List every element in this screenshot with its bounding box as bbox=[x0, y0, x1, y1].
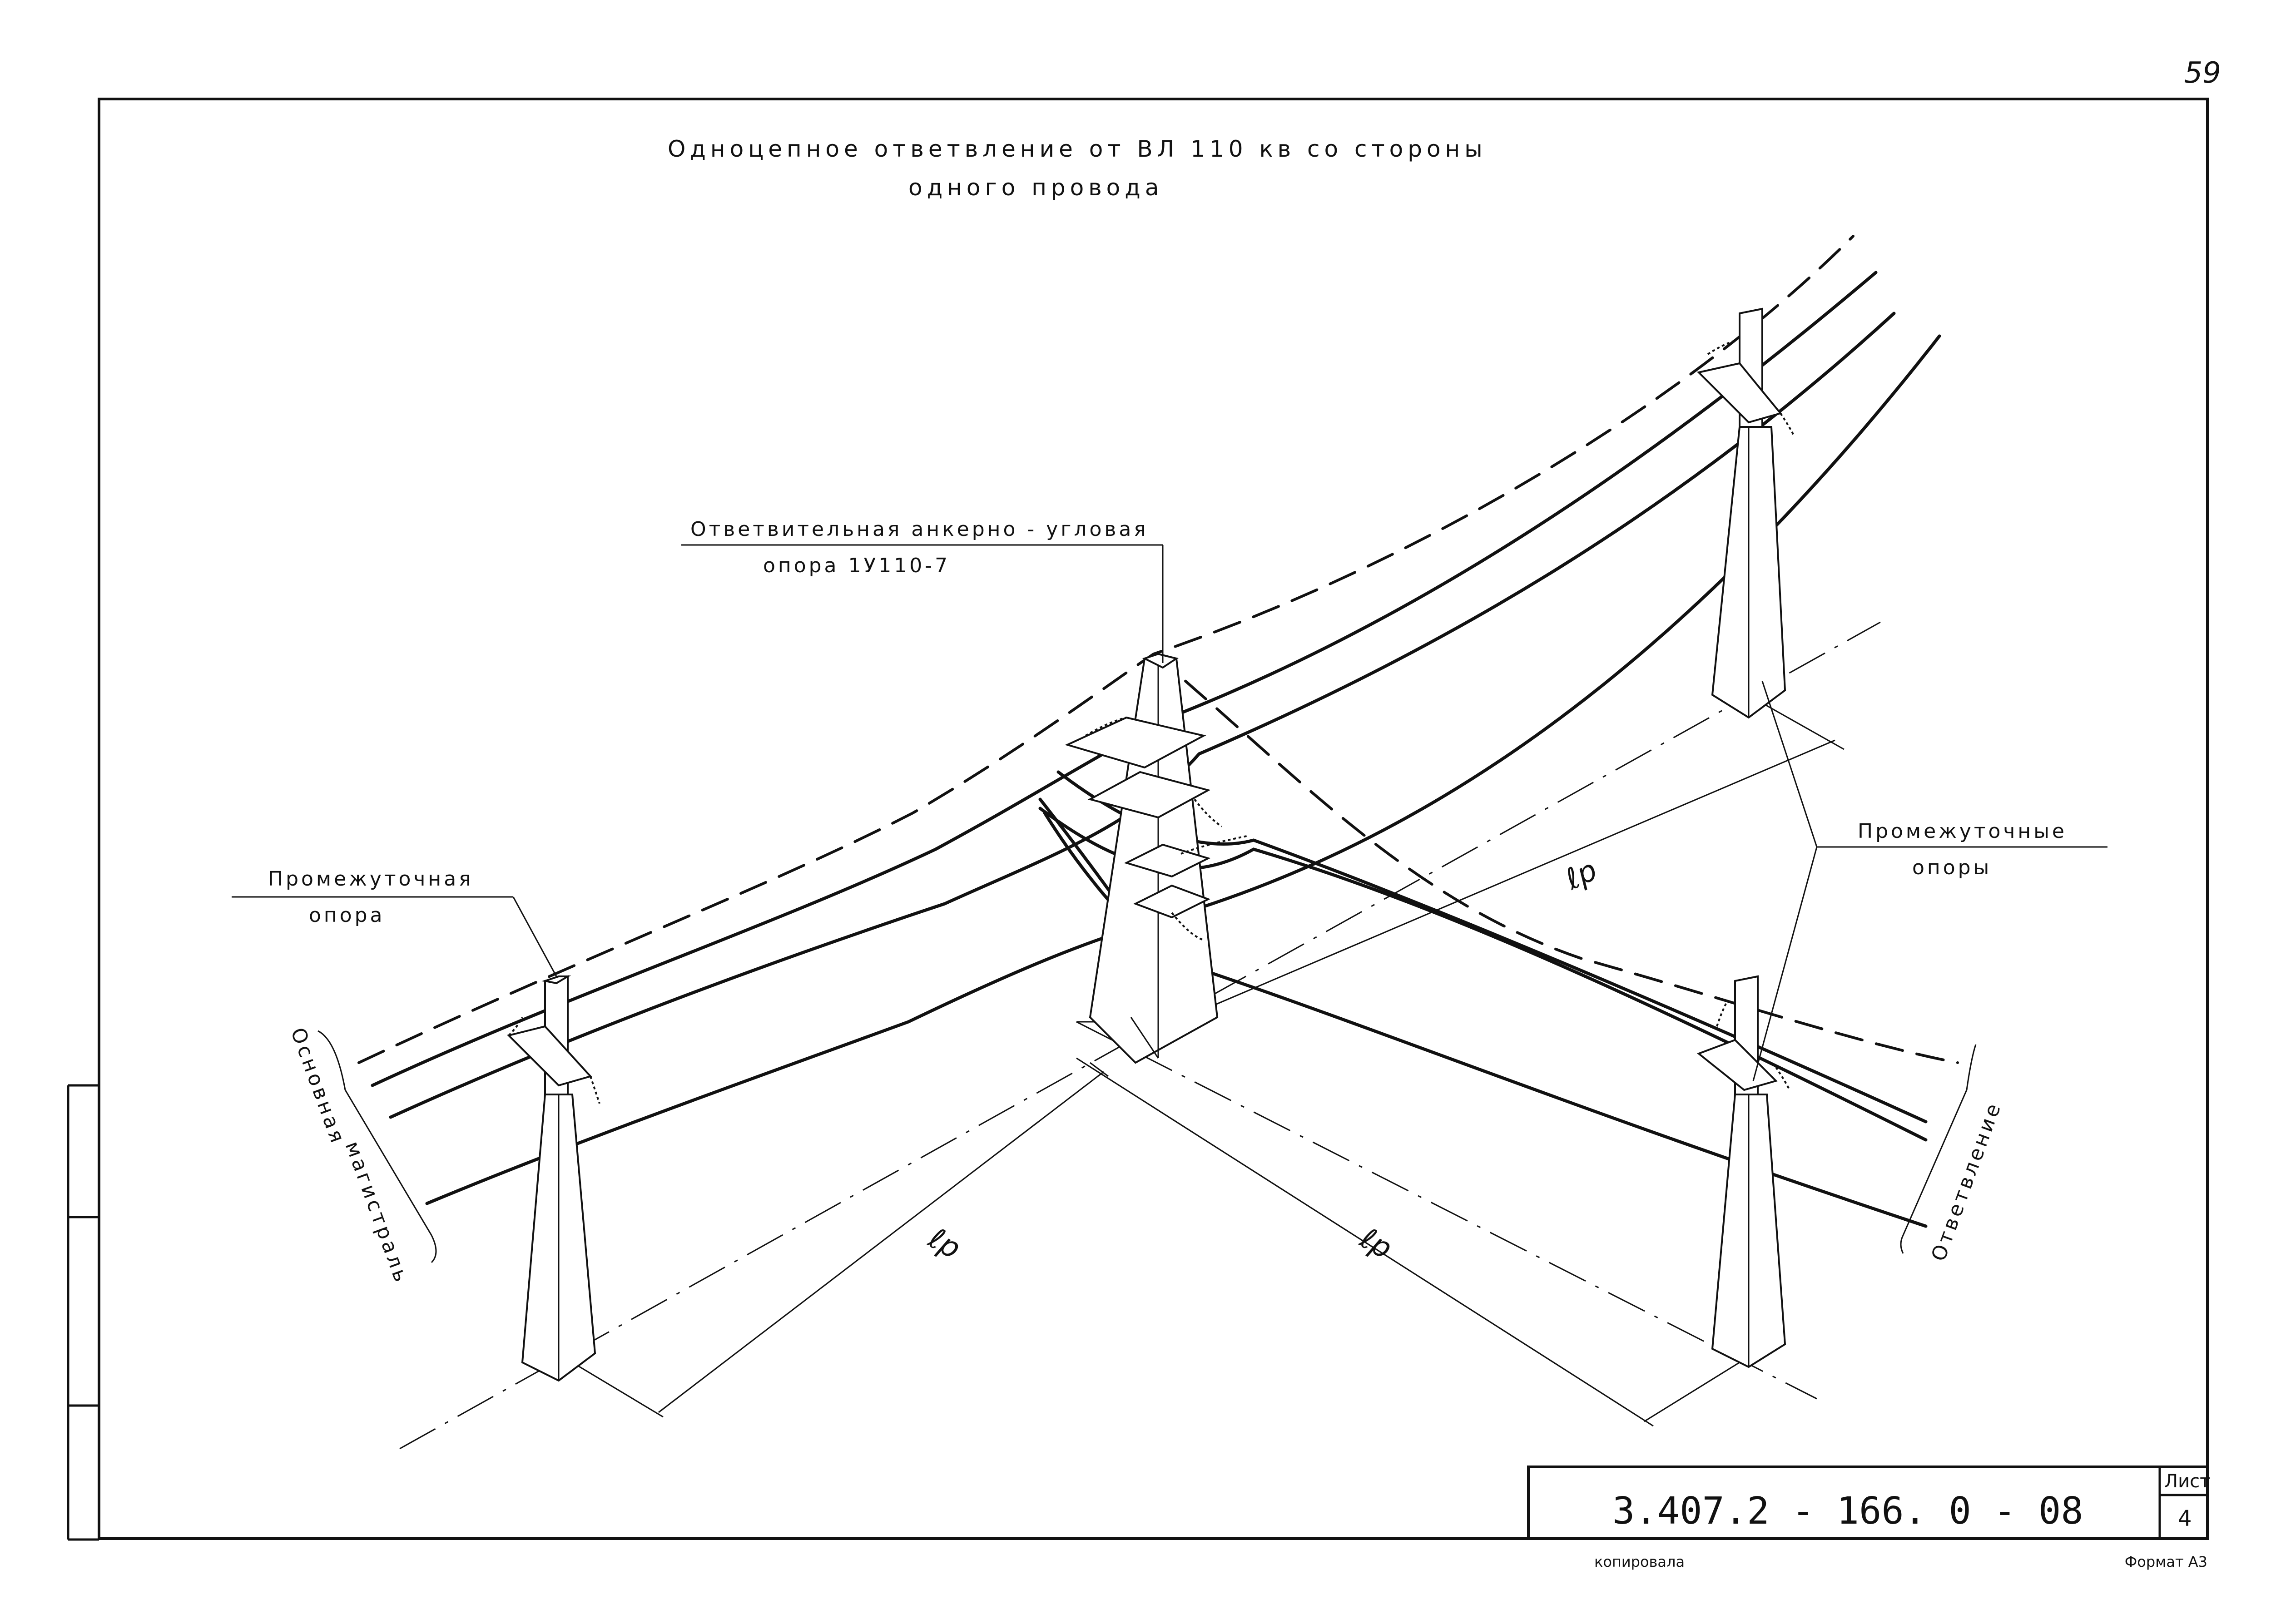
branch-label: Ответвление bbox=[1927, 1098, 2006, 1264]
leader-lines bbox=[232, 544, 2107, 1081]
main-line-label-2: магистраль bbox=[341, 1138, 414, 1287]
branch-brace bbox=[1900, 1044, 1977, 1254]
ground-axes bbox=[399, 621, 1881, 1450]
sheet-label: Лист bbox=[2164, 1471, 2210, 1492]
drawing-frame bbox=[98, 98, 2209, 1540]
format-label: Формат А3 bbox=[2125, 1553, 2207, 1570]
title-block bbox=[1527, 1466, 2209, 1540]
intermediate-pole-left bbox=[507, 975, 600, 1382]
page-number: 59 bbox=[2184, 56, 2221, 90]
branch-pole-label-line-1: Ответвительная анкерно - угловая bbox=[690, 518, 1149, 541]
drawing-title-line-1: Одноцепное ответвление от ВЛ 110 кв со с… bbox=[668, 136, 1487, 162]
anchor-angle-pole bbox=[1065, 653, 1250, 1064]
intermediate-poles-label-line-1: Промежуточные bbox=[1858, 820, 2067, 843]
copied-by-label: копировала bbox=[1594, 1553, 1685, 1570]
intermediate-pole-label-line-1: Промежуточная bbox=[268, 867, 474, 891]
intermediate-pole-bottom-right bbox=[1697, 975, 1790, 1368]
sheet-number: 4 bbox=[2178, 1506, 2192, 1531]
drawing-title-line-2: одного провода bbox=[908, 174, 1163, 201]
document-code: 3.407.2 - 166. 0 - 08 bbox=[1612, 1490, 2083, 1533]
main-line-label-1: Основная bbox=[286, 1025, 350, 1148]
intermediate-pole-label-line-2: опора bbox=[309, 904, 385, 927]
main-line-brace bbox=[317, 1030, 437, 1263]
intermediate-poles-label-line-2: опоры bbox=[1912, 856, 1992, 879]
branch-pole-label-line-2: опора 1У110-7 bbox=[763, 554, 950, 577]
intermediate-pole-top-right bbox=[1697, 307, 1795, 719]
span-length-label-left: ℓр bbox=[922, 1221, 966, 1266]
binding-strip bbox=[67, 1084, 99, 1541]
span-length-label-upper: ℓр bbox=[1560, 853, 1602, 897]
ground-wires bbox=[357, 235, 1959, 1064]
